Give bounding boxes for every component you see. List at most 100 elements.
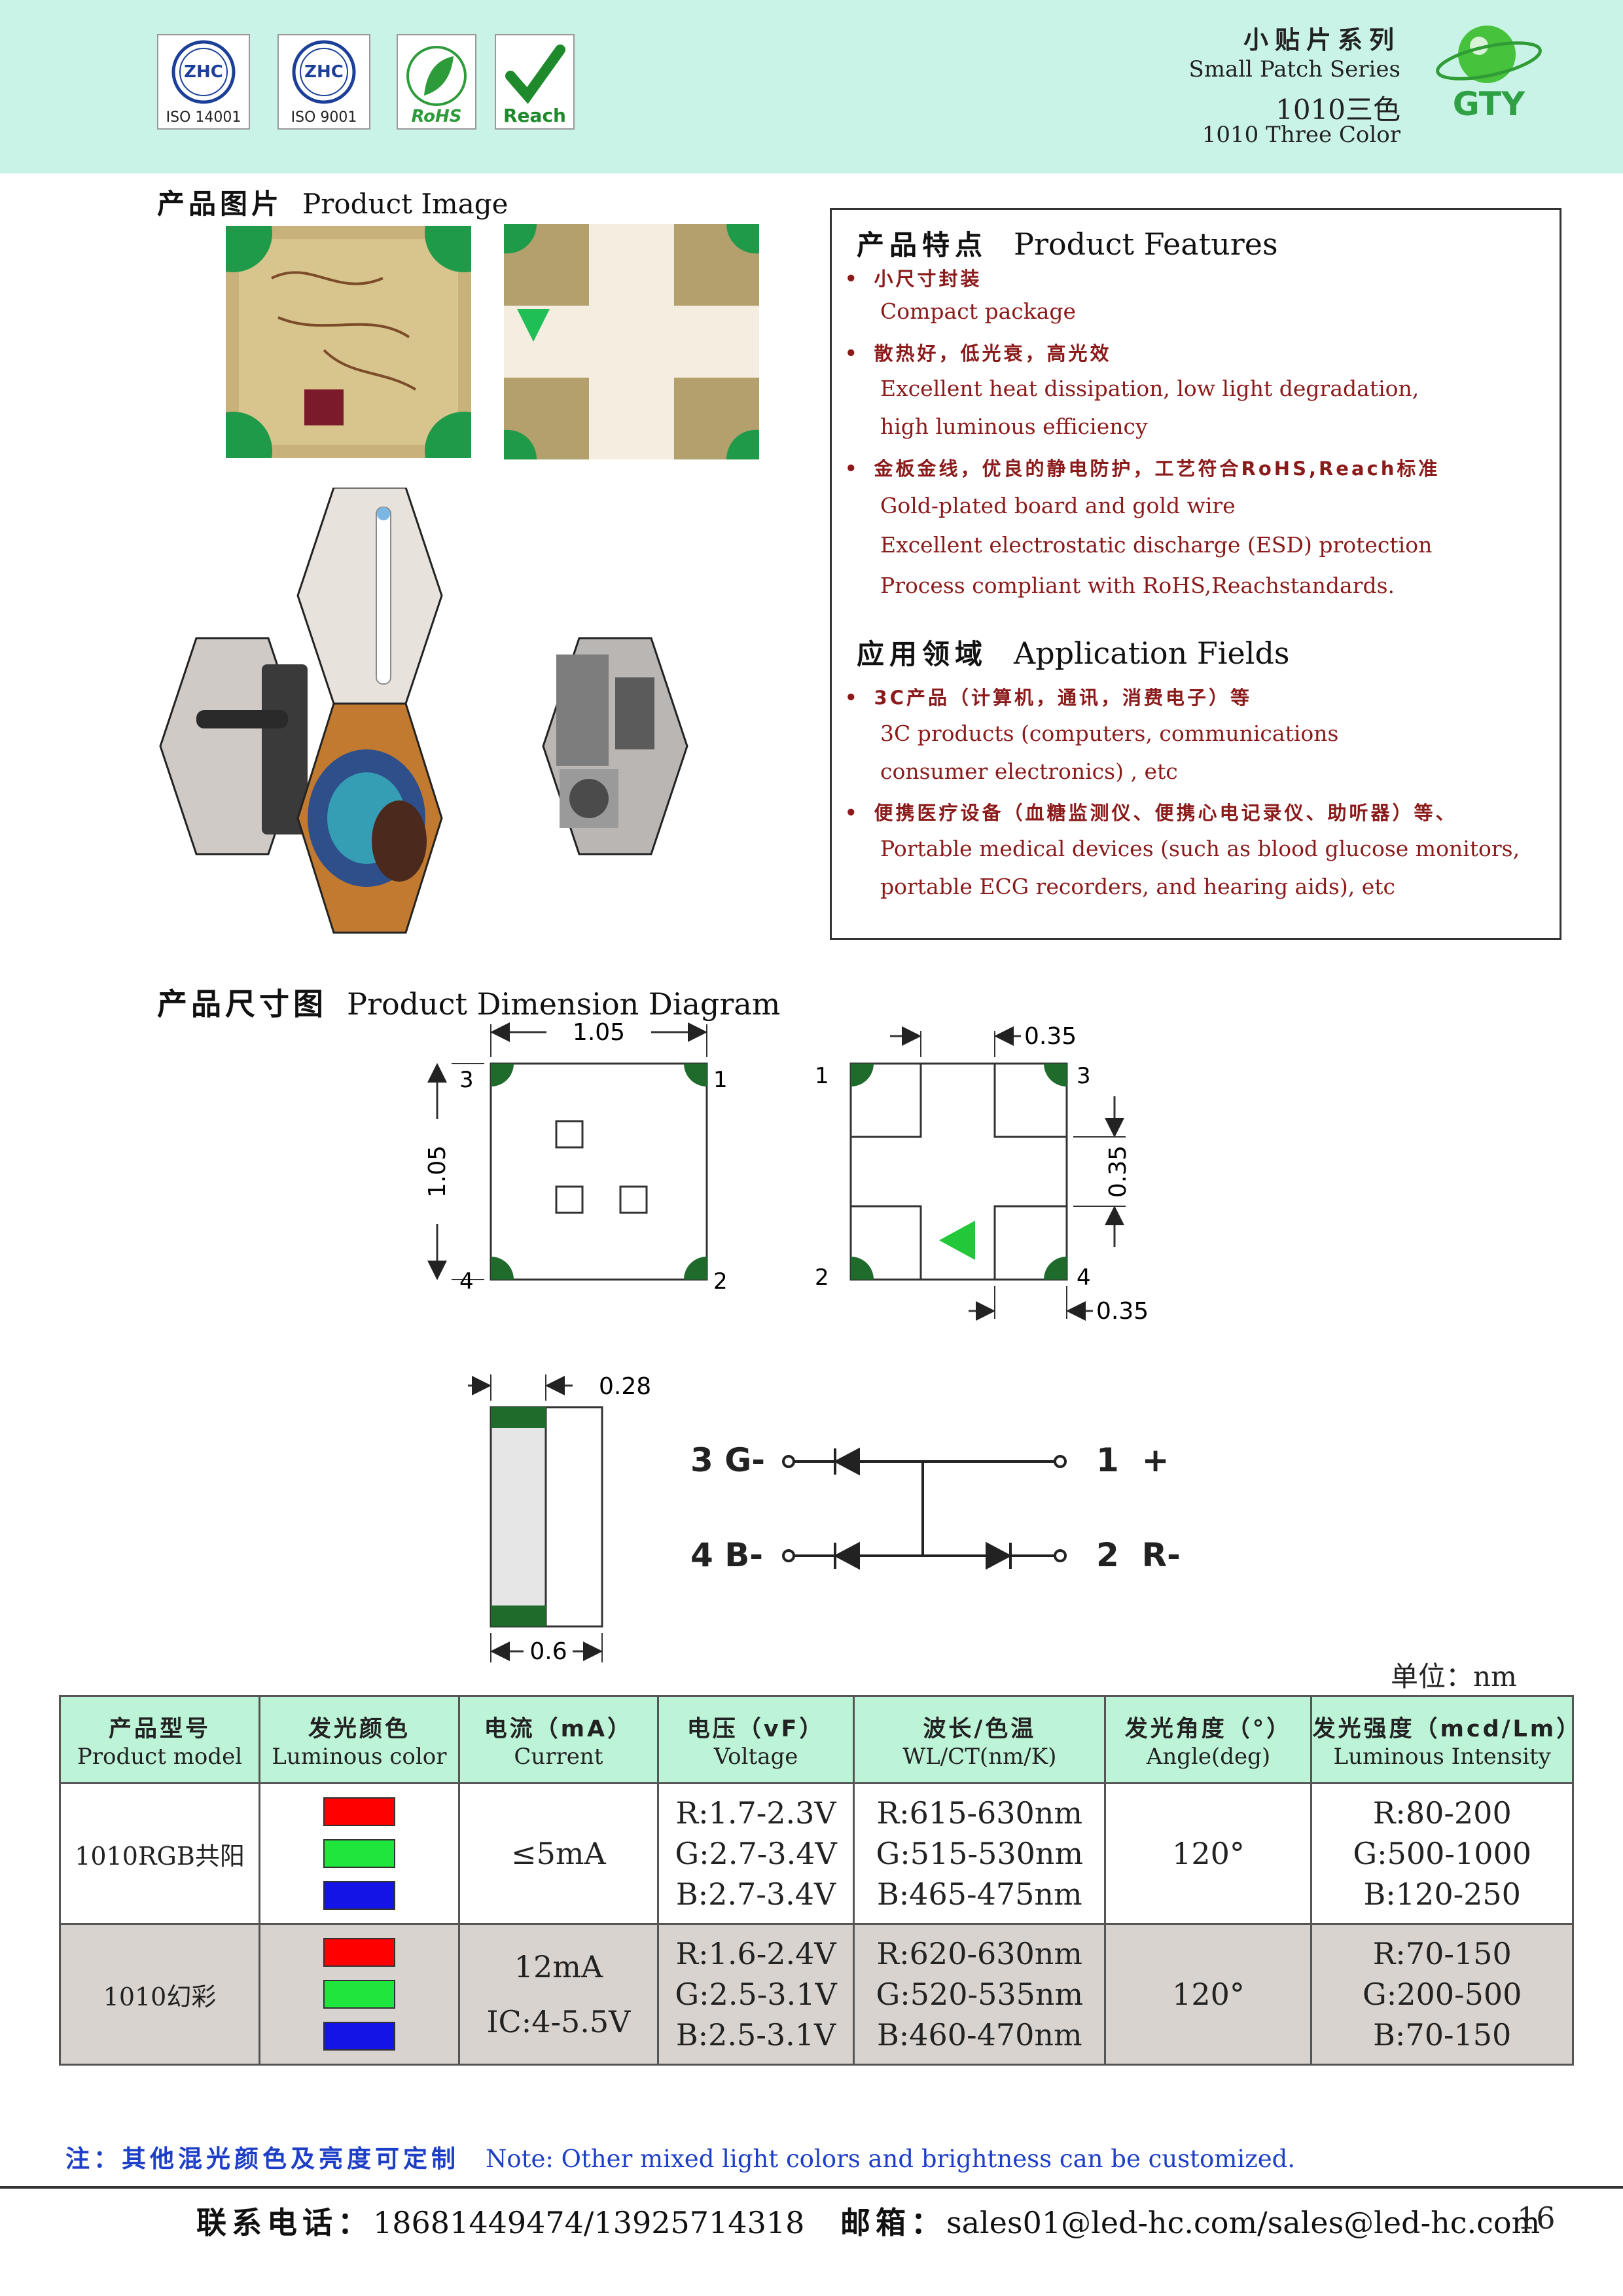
- feature-item-en: high luminous efficiency: [880, 414, 1148, 439]
- svg-text:4: 4: [1077, 1265, 1091, 1291]
- svg-text:0.28: 0.28: [599, 1373, 651, 1400]
- model-cell: 1010RGB共阳: [58, 1782, 261, 1925]
- header-current: 电流（mA）Current: [457, 1695, 659, 1784]
- unit-label: 单位：nm: [1391, 1660, 1517, 1693]
- application-collage: [159, 488, 688, 934]
- svg-text:1: 1: [815, 1063, 829, 1089]
- cert-label: ISO 14001: [166, 109, 241, 126]
- feature-item-en: Excellent electrostatic discharge (ESD) …: [880, 532, 1433, 558]
- color-cell: [259, 1782, 460, 1925]
- feature-item-en: Process compliant with RoHS,Reachstandar…: [880, 573, 1395, 598]
- header-intensity: 发光强度（mcd/Lm）Luminous Intensity: [1310, 1695, 1579, 1784]
- rohs-leaf-icon: RoHS: [406, 46, 467, 126]
- svg-text:4: 4: [459, 1268, 474, 1295]
- application-item-cn: 3C产品（计算机，通讯，消费电子）等: [845, 683, 1252, 710]
- svg-text:2: 2: [815, 1265, 829, 1291]
- angle-cell: 120°: [1104, 1782, 1313, 1925]
- svg-text:ZHC: ZHC: [304, 62, 344, 82]
- svg-text:GTY: GTY: [1453, 85, 1525, 123]
- feature-item-en: Gold-plated board and gold wire: [880, 493, 1236, 518]
- svg-text:1: 1: [713, 1067, 728, 1093]
- top-view: 1.05 1.05 3 1 4 2: [424, 1019, 728, 1295]
- svg-text:Reach: Reach: [503, 105, 566, 126]
- svg-text:1 +: 1 +: [1096, 1441, 1169, 1479]
- toothbrush-hexagon: [296, 488, 443, 705]
- zhc-logo-icon: ZHC: [171, 40, 236, 104]
- page-header: ZHC ISO 14001 ZHC ISO 9001 RoHS Reach 小贴…: [0, 0, 1623, 173]
- reach-check-icon: Reach: [503, 45, 566, 126]
- product-cn: 1010三色: [1275, 94, 1400, 126]
- application-item-cn: 便携医疗设备（血糖监测仪、便携心电记录仪、助听器）等、: [845, 798, 1457, 825]
- bottom-view: 0.35 0.35 0.35 1 3 2 4: [815, 1023, 1149, 1325]
- application-item-en: consumer electronics) , etc: [880, 759, 1178, 784]
- feature-item-en: Compact package: [880, 298, 1077, 324]
- angle-cell: 120°: [1104, 1923, 1313, 2066]
- svg-text:0.35: 0.35: [1096, 1298, 1149, 1325]
- series-cn: 小贴片系列: [1243, 26, 1400, 54]
- svg-text:3: 3: [1077, 1063, 1091, 1089]
- circuit-diagram: [782, 1447, 1067, 1570]
- green-swatch: [323, 1980, 395, 2009]
- model-cell: 1010幻彩: [58, 1923, 261, 2066]
- footer-divider: [0, 2186, 1623, 2189]
- application-item-en: 3C products (computers, communications: [880, 721, 1339, 746]
- application-item-en: Portable medical devices (such as blood …: [880, 836, 1520, 861]
- email-addresses[interactable]: sales01@led-hc.com/sales@led-hc.com: [946, 2205, 1541, 2240]
- svg-text:0.6: 0.6: [529, 1638, 567, 1665]
- green-swatch: [323, 1839, 395, 1868]
- contact-line: 联系电话：18681449474/13925714318 邮箱：sales01@…: [196, 2205, 1541, 2240]
- svg-text:RoHS: RoHS: [411, 107, 461, 126]
- svg-text:4 B-: 4 B-: [690, 1536, 763, 1574]
- series-en: Small Patch Series: [1188, 56, 1401, 82]
- gty-logo-icon: GTY: [1436, 26, 1542, 123]
- red-swatch: [323, 1797, 395, 1826]
- current-cell: ≤5mA: [457, 1782, 659, 1925]
- zhc-logo-icon: ZHC: [292, 40, 356, 104]
- iso9001-cert: ZHC ISO 9001: [277, 34, 370, 130]
- svg-text:0.35: 0.35: [1105, 1145, 1132, 1198]
- svg-text:1.05: 1.05: [573, 1019, 625, 1046]
- header-angle: 发光角度（°）Angle(deg): [1104, 1695, 1313, 1784]
- svg-text:1.05: 1.05: [424, 1145, 451, 1198]
- rohs-cert: RoHS: [397, 34, 476, 130]
- feature-item-cn: 小尺寸封装: [845, 264, 982, 291]
- led-bottom-photo: [504, 224, 759, 459]
- feature-item-cn: 散热好，低光衰，高光效: [845, 338, 1112, 366]
- feature-item-cn: 金板金线，优良的静电防护，工艺符合RoHS,Reach标准: [845, 454, 1440, 481]
- header-voltage: 电压（vF）Voltage: [656, 1695, 855, 1784]
- svg-text:0.35: 0.35: [1024, 1023, 1077, 1050]
- blue-swatch: [323, 2022, 395, 2051]
- red-swatch: [323, 1938, 395, 1967]
- dimension-diagram: 1.05 1.05 3 1 4 2 0.35 0.35 0: [424, 1019, 1181, 1665]
- iso14001-cert: ZHC ISO 14001: [157, 34, 250, 130]
- svg-text:3 G-: 3 G-: [690, 1441, 765, 1479]
- feature-item-en: Excellent heat dissipation, low light de…: [880, 376, 1419, 401]
- page-number: 16: [1517, 2200, 1556, 2236]
- phone-numbers: 18681449474/13925714318: [373, 2205, 805, 2240]
- svg-text:2: 2: [713, 1268, 728, 1295]
- color-cell: [259, 1923, 460, 2066]
- svg-text:2 R-: 2 R-: [1096, 1536, 1181, 1574]
- svg-text:ZHC: ZHC: [184, 62, 223, 82]
- product-en: 1010 Three Color: [1202, 122, 1400, 148]
- side-view: 0.28 0.6: [468, 1373, 651, 1665]
- application-item-en: portable ECG recorders, and hearing aids…: [880, 874, 1395, 899]
